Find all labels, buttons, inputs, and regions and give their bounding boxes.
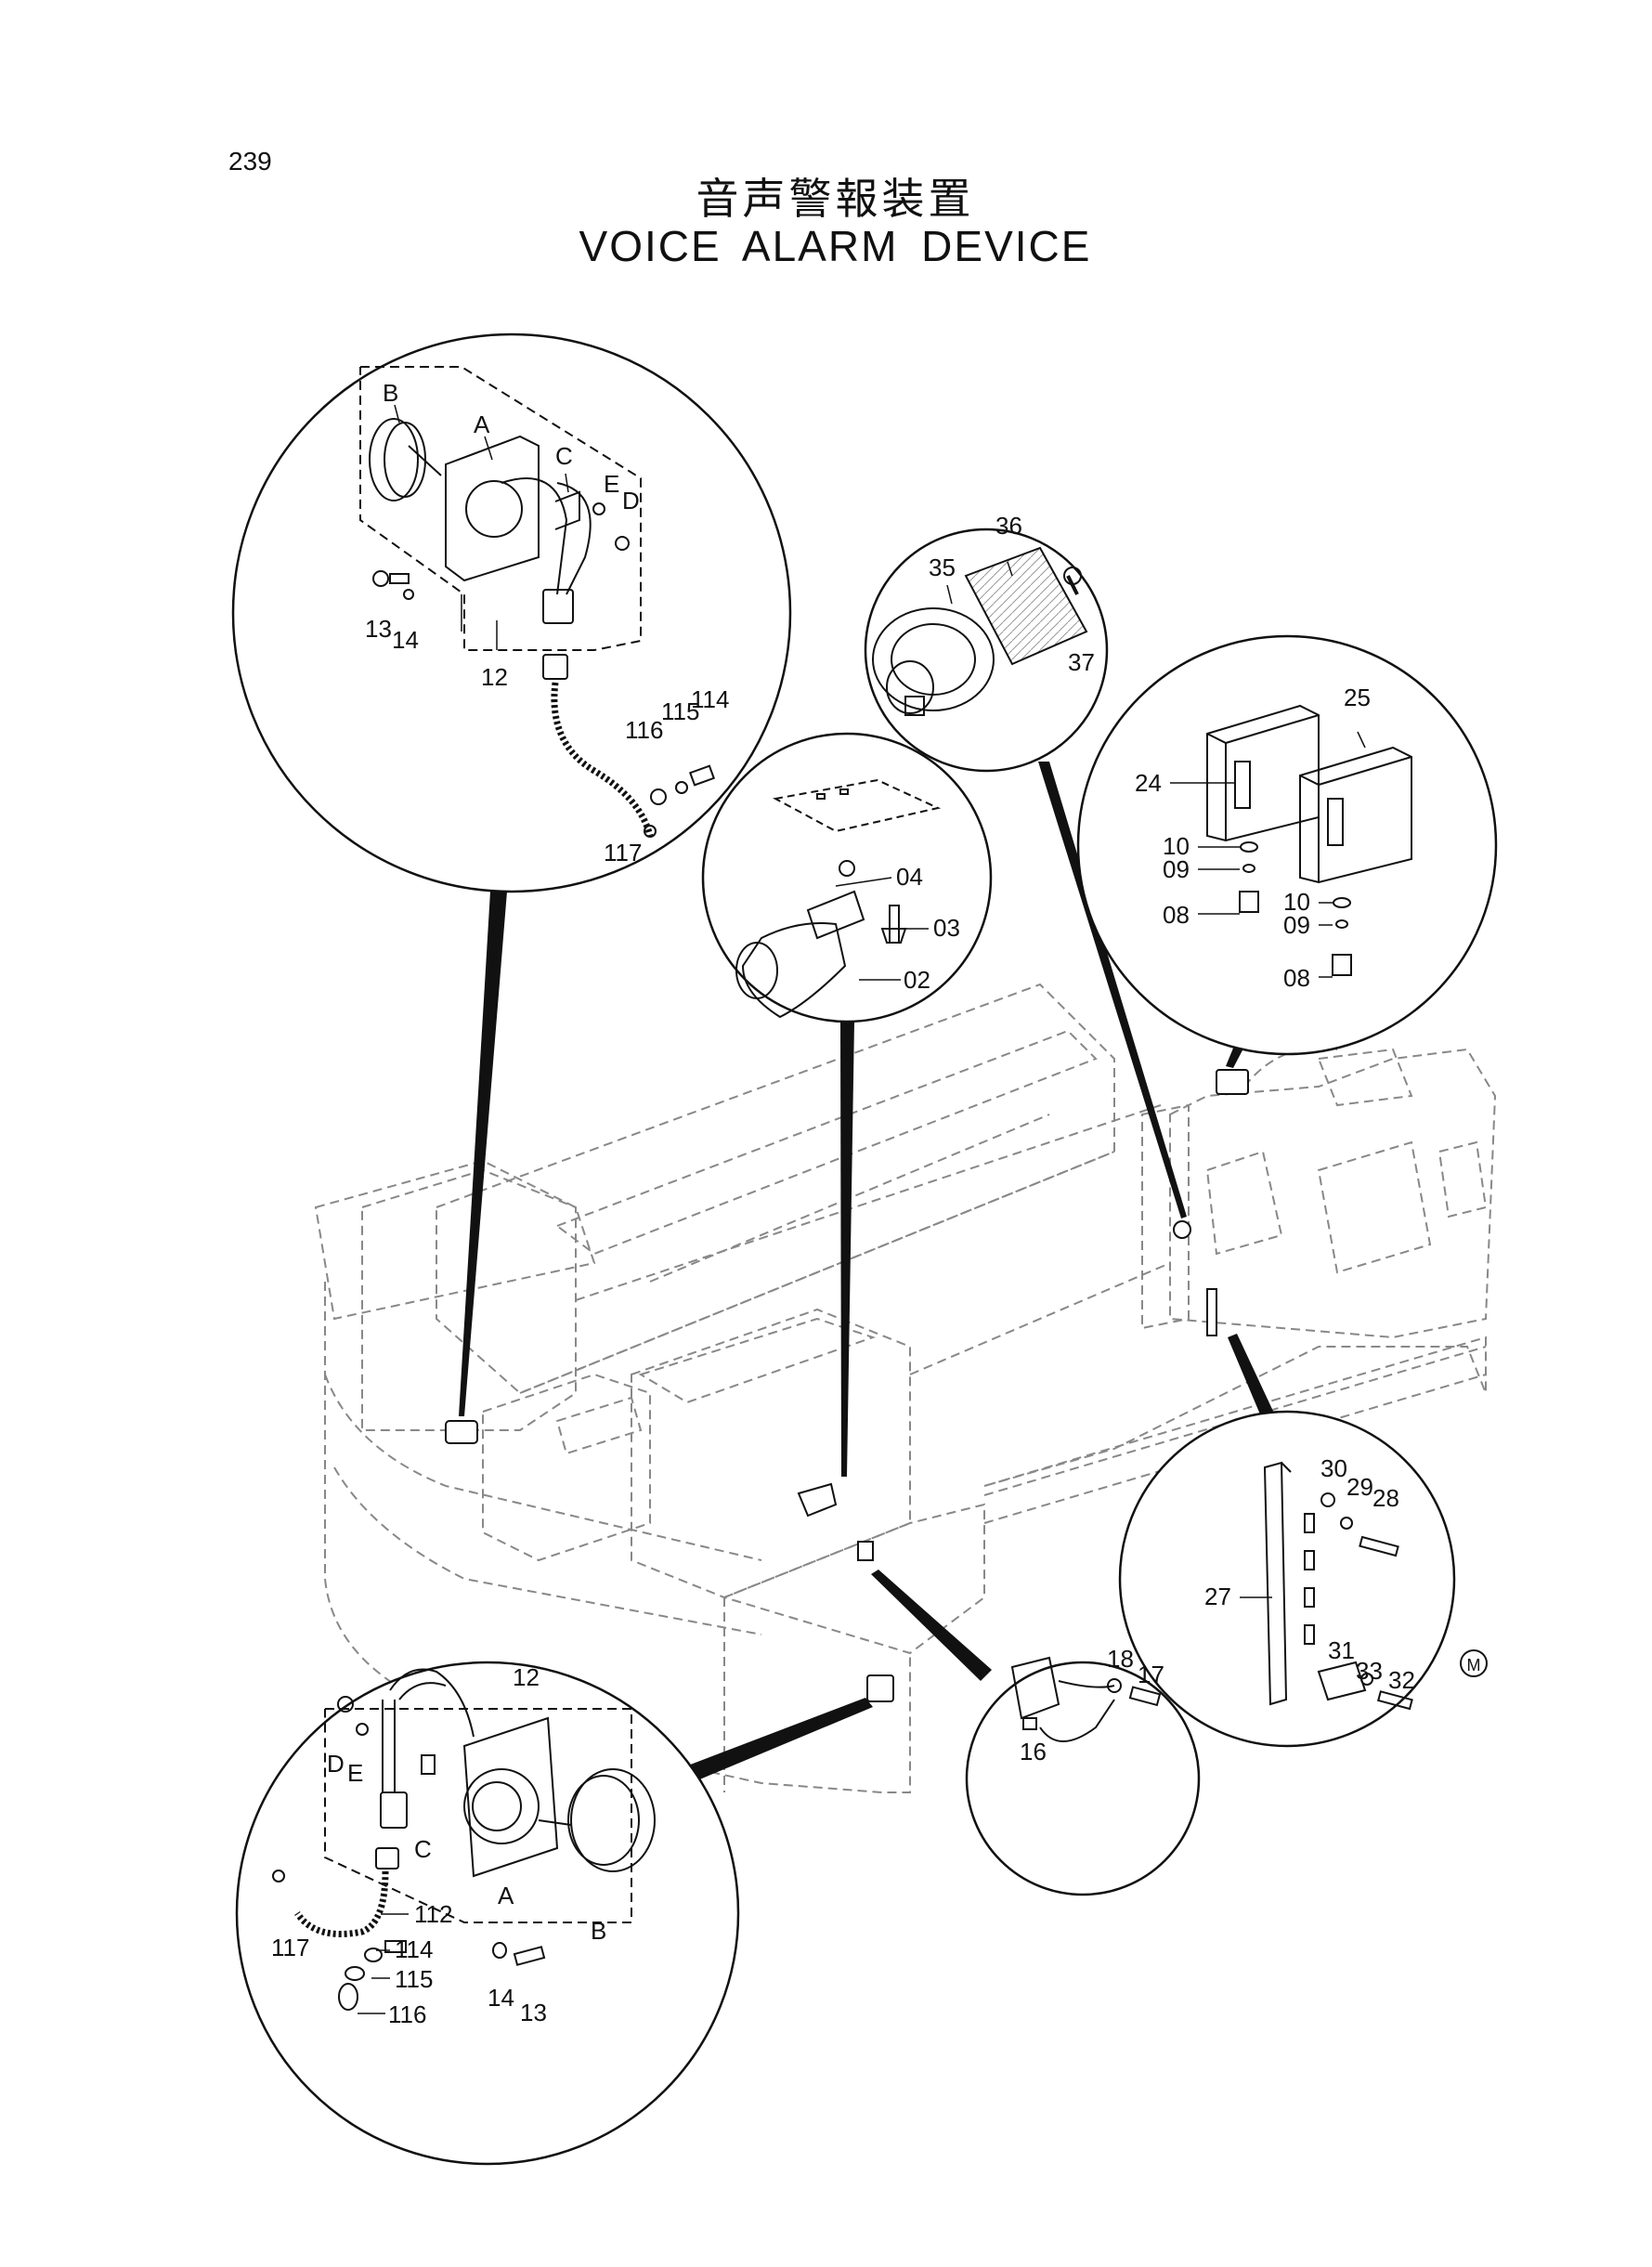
- callout-02: 02: [904, 966, 930, 994]
- callout-10: 10: [1283, 888, 1310, 916]
- callout-labels-bracket: 30 29 28 27 31 33 32: [1204, 1454, 1415, 1694]
- callout-28: 28: [1372, 1484, 1399, 1512]
- callout-27: 27: [1204, 1583, 1231, 1610]
- callout-E: E: [347, 1759, 363, 1787]
- callout-30: 30: [1320, 1454, 1347, 1482]
- callout-114: 114: [395, 1935, 433, 1963]
- callout-labels-relay: 18 17 16: [1020, 1645, 1164, 1765]
- callout-04: 04: [896, 863, 923, 891]
- callout-14: 14: [488, 1984, 514, 2012]
- callout-C: C: [414, 1835, 432, 1863]
- callout-36: 36: [995, 512, 1022, 540]
- callout-labels-controllers: 25 24 10 09 08 10 09 08: [1135, 684, 1371, 992]
- callout-33: 33: [1356, 1657, 1383, 1685]
- callout-117: 117: [604, 839, 642, 866]
- page-number: 239: [228, 147, 272, 176]
- callout-labels-top-left: B A C E D 13 14 12 116 115 114 117: [365, 379, 729, 866]
- callout-B: B: [591, 1917, 606, 1945]
- callout-C: C: [555, 442, 573, 470]
- location-markers: [445, 1069, 1249, 1702]
- callout-29: 29: [1346, 1473, 1373, 1501]
- callout-08: 08: [1283, 964, 1310, 992]
- callout-16: 16: [1020, 1738, 1047, 1765]
- callout-08: 08: [1163, 901, 1190, 929]
- callout-13: 13: [365, 615, 392, 643]
- callout-32: 32: [1388, 1666, 1415, 1694]
- callout-09: 09: [1163, 855, 1190, 883]
- callout-03: 03: [933, 914, 960, 942]
- callout-37: 37: [1068, 648, 1095, 676]
- callout-A: A: [474, 410, 490, 438]
- callout-17: 17: [1138, 1661, 1164, 1688]
- detail-relay: [1010, 1656, 1162, 1742]
- detail-circles: [231, 332, 1498, 2166]
- callout-117: 117: [271, 1934, 309, 1961]
- detail-horn: [735, 778, 942, 1019]
- callout-12: 12: [513, 1663, 540, 1691]
- callout-115: 115: [661, 697, 699, 725]
- callout-labels-bottom-left: 12 D E C A B 112 117 114 115 116 14 13: [271, 1663, 606, 2028]
- callout-35: 35: [929, 554, 956, 581]
- detail-bottom-left: [272, 1668, 656, 2011]
- callout-D: D: [622, 487, 640, 515]
- leader-wedges: [459, 762, 1291, 1792]
- page-title-japanese: 音声警報装置: [696, 174, 975, 224]
- callout-31: 31: [1328, 1636, 1355, 1664]
- callout-E: E: [604, 470, 619, 498]
- callout-112: 112: [414, 1900, 452, 1928]
- corner-circled-mark: M: [1460, 1649, 1488, 1677]
- callout-14: 14: [392, 626, 419, 654]
- callout-18: 18: [1107, 1645, 1134, 1673]
- detail-speaker: [872, 546, 1088, 716]
- callout-09: 09: [1283, 911, 1310, 939]
- callout-D: D: [327, 1750, 345, 1778]
- callout-24: 24: [1135, 769, 1162, 797]
- callout-labels-horn: 04 03 02: [896, 863, 960, 994]
- callout-116: 116: [625, 716, 663, 744]
- callout-12: 12: [481, 663, 508, 691]
- callout-13: 13: [520, 1999, 547, 2026]
- detail-top-left: [359, 366, 716, 838]
- callout-25: 25: [1344, 684, 1371, 711]
- page-title-english: VOICE ALARM DEVICE: [579, 222, 1092, 270]
- callout-B: B: [383, 379, 398, 407]
- callout-114: 114: [691, 685, 729, 713]
- callout-116: 116: [388, 2000, 426, 2028]
- callout-labels-speaker: 36 35 37: [929, 512, 1095, 676]
- callout-10: 10: [1163, 832, 1190, 860]
- callout-115: 115: [395, 1965, 433, 1993]
- detail-bracket: [1263, 1461, 1413, 1711]
- callout-A: A: [498, 1882, 514, 1909]
- callout-leaders: [358, 404, 1366, 2014]
- detail-controllers: [1206, 704, 1412, 976]
